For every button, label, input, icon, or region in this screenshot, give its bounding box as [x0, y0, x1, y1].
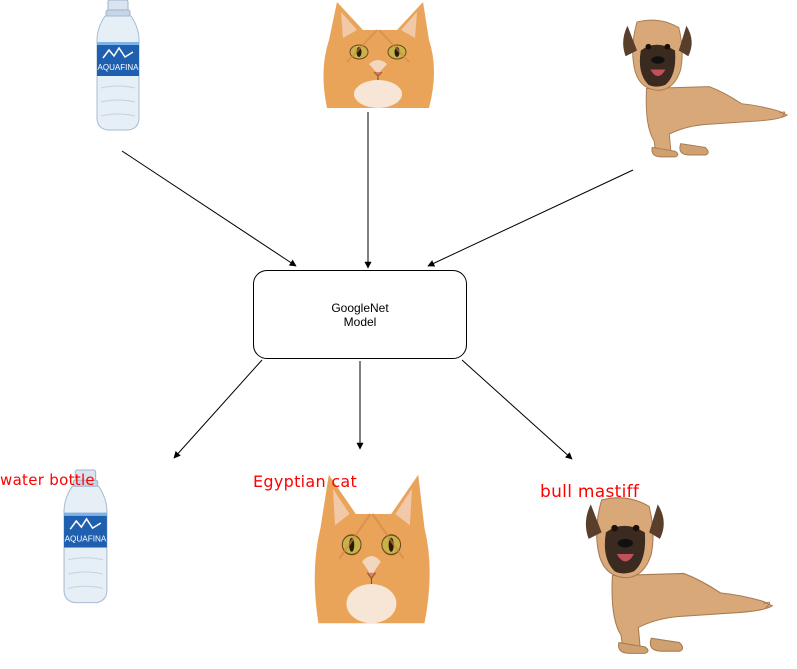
output-cat-image	[306, 470, 437, 625]
arrow-bottle-to-model	[121, 150, 297, 267]
arrow-model-to-bottle	[173, 359, 263, 459]
prediction-label-egyptian-cat: Egyptian cat	[253, 472, 358, 491]
input-cat-image	[316, 0, 440, 109]
output-water-bottle-image	[63, 469, 108, 604]
output-mastiff-dog-image	[585, 497, 773, 654]
model-name-line2: Model	[343, 314, 377, 329]
arrow-dog-to-model	[427, 169, 634, 267]
input-water-bottle-image	[96, 0, 140, 131]
model-name-line1: GoogleNet	[331, 300, 389, 315]
arrow-model-to-dog	[461, 359, 573, 460]
googlenet-model-box: GoogleNet Model	[253, 270, 467, 359]
prediction-label-water-bottle: water bottle	[0, 471, 95, 489]
prediction-label-bull-mastiff: bull mastiff	[540, 482, 640, 502]
input-mastiff-dog-image	[622, 19, 788, 158]
